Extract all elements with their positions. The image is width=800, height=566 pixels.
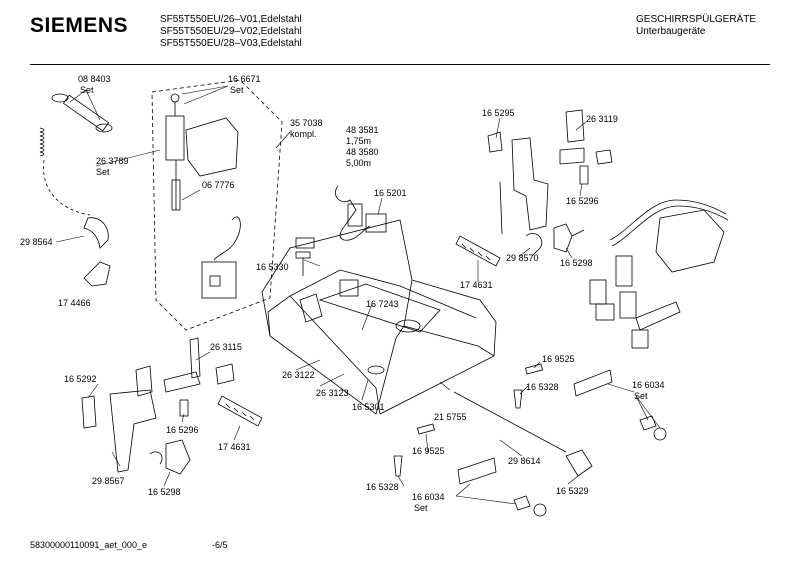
brand-logo: SIEMENS xyxy=(30,14,129,37)
part-label: 17 4466 xyxy=(58,298,91,308)
part-label: 26 3789 xyxy=(96,156,129,166)
screw-parts xyxy=(393,363,543,477)
part-label: 26 3115 xyxy=(210,342,242,352)
part-label: Set xyxy=(96,167,110,177)
part-label: 21 5755 xyxy=(434,412,467,422)
part-label: 16 5298 xyxy=(560,258,593,268)
part-label: 29 8570 xyxy=(506,253,539,263)
model-line: SF55T550EU/26–V01,Edelstahl xyxy=(160,14,302,25)
part-label: 17 4631 xyxy=(460,280,493,290)
part-label: 16 5201 xyxy=(374,188,407,198)
model-list: SF55T550EU/26–V01,Edelstahl SF55T550EU/2… xyxy=(160,14,302,50)
part-label: 16 6034 xyxy=(412,492,445,502)
part-label: 16 5296 xyxy=(566,196,599,206)
bracket-part xyxy=(487,109,613,235)
hose-part xyxy=(51,93,113,133)
part-label: 06 7776 xyxy=(202,180,235,190)
part-label: Set xyxy=(634,391,648,401)
part-label: 16 5328 xyxy=(366,482,399,492)
part-label: 16 9525 xyxy=(412,446,445,456)
part-label: 16 5296 xyxy=(166,425,199,435)
part-label: 16 6671 xyxy=(228,74,261,84)
terminal-block-part xyxy=(457,369,667,517)
part-label: 16 7243 xyxy=(366,299,399,309)
category-subtitle: Unterbaugeräte xyxy=(636,26,706,37)
drain-hose-part xyxy=(83,217,109,249)
end-cap-part xyxy=(565,449,593,477)
part-label: 16 6034 xyxy=(632,380,665,390)
part-label: 26 3122 xyxy=(282,370,315,380)
part-label: 1,75m xyxy=(346,136,372,146)
part-label: 08 8403 xyxy=(78,74,111,84)
base-tub xyxy=(261,219,497,415)
model-line: SF55T550EU/29–V02,Edelstahl xyxy=(160,26,302,37)
part-label: 16 5298 xyxy=(148,487,181,497)
header-rule xyxy=(30,64,770,65)
small-clip-part xyxy=(295,237,315,249)
toothed-rail-part xyxy=(455,235,501,267)
part-label: 16 5292 xyxy=(64,374,97,384)
part-label: 5,00m xyxy=(346,158,372,168)
kit-boundary xyxy=(151,79,283,331)
part-label: 29 8614 xyxy=(508,456,541,466)
part-label: 16 5330 xyxy=(256,262,289,272)
part-label: 29 8567 xyxy=(92,476,125,486)
rod-part xyxy=(453,391,567,453)
page-number: -6/5 xyxy=(212,540,228,550)
part-label: 16 5295 xyxy=(482,108,515,118)
document-id: 58300000110091_aet_000_e xyxy=(30,540,147,550)
part-label: 16 9525 xyxy=(542,354,575,364)
left-bracket-group xyxy=(81,337,235,473)
part-label: 35 7038 xyxy=(290,118,323,128)
part-label: Set xyxy=(230,85,244,95)
part-label: 16 5328 xyxy=(526,382,559,392)
valve-assembly xyxy=(165,93,241,299)
wiring-harness xyxy=(589,199,729,349)
screw-part xyxy=(295,251,311,276)
sensor-part xyxy=(525,223,585,257)
part-label: 48 3580 xyxy=(346,147,379,157)
category-title: GESCHIRRSPÜLGERÄTE xyxy=(636,14,757,25)
part-label: Set xyxy=(414,503,428,513)
cable-part xyxy=(334,185,371,241)
part-label: 48 3581 xyxy=(346,125,379,135)
category-block: GESCHIRRSPÜLGERÄTE Unterbaugeräte xyxy=(636,14,756,38)
model-line: SF55T550EU/28–V03,Edelstahl xyxy=(160,38,302,49)
part-label: kompl. xyxy=(290,129,317,139)
part-label: 26 3119 xyxy=(586,114,618,124)
connector-part xyxy=(365,213,387,233)
part-label: 16 5329 xyxy=(556,486,589,496)
leader-lines xyxy=(55,85,661,505)
spring-part xyxy=(39,127,45,157)
part-label: 16 5301 xyxy=(352,402,385,412)
sensor-part-2 xyxy=(149,439,191,475)
part-label: 17 4631 xyxy=(218,442,251,452)
part-label: Set xyxy=(80,85,94,95)
clip-part xyxy=(83,261,111,287)
part-label: 29 8564 xyxy=(20,237,53,247)
dashed-hose xyxy=(43,159,91,216)
part-label: 26 3123 xyxy=(316,388,349,398)
toothed-rail-part-2 xyxy=(217,395,263,427)
